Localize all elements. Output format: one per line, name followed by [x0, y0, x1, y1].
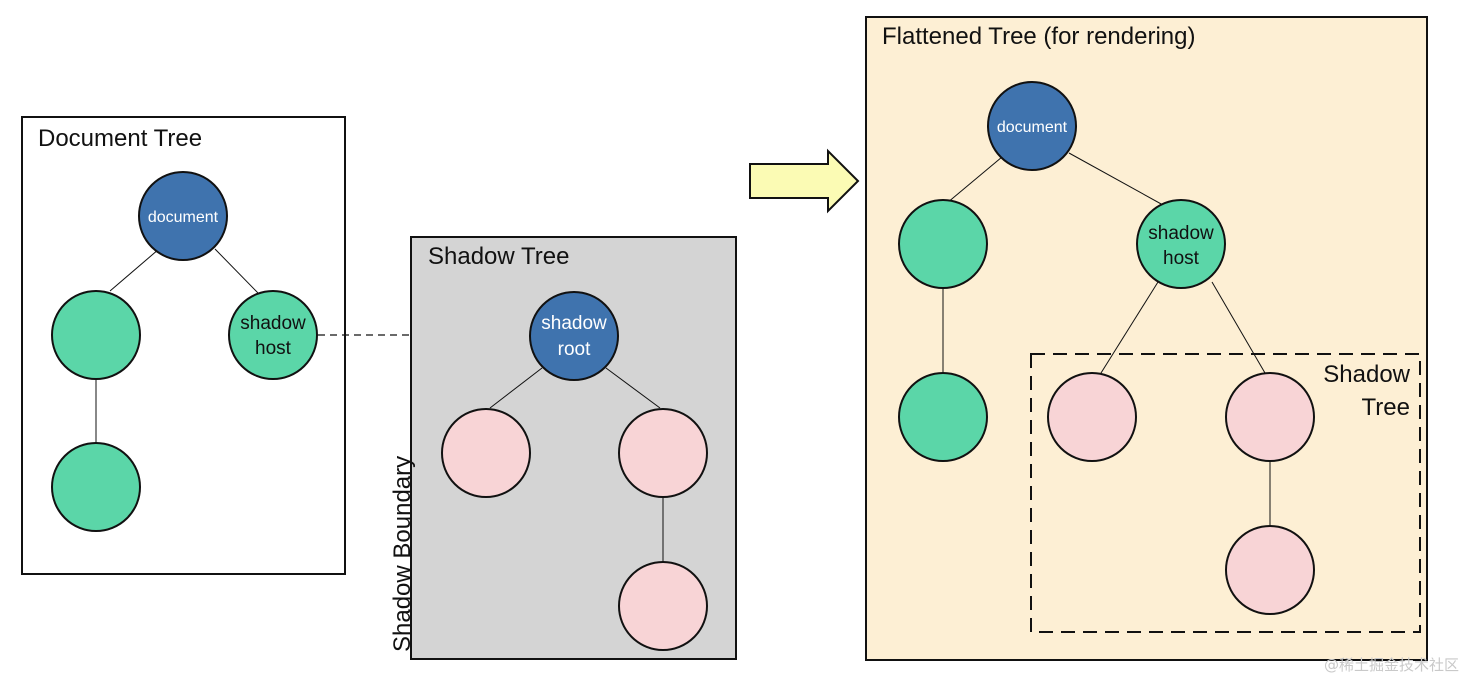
- flattened-tree-title: Flattened Tree (for rendering): [882, 23, 1196, 50]
- shadow-node: [618, 561, 708, 651]
- shadow-subtree-label-line2: Tree: [1362, 394, 1410, 421]
- shadow-subtree-region: [1030, 353, 1421, 633]
- document-tree-title: Document Tree: [38, 125, 202, 152]
- flattened-element-node: [898, 199, 988, 289]
- shadow-tree-panel: Shadow Tree Shadow Boundary shadow root: [389, 236, 737, 660]
- document-tree-panel: Document Tree document shadow host: [21, 116, 346, 575]
- watermark: @稀土掘金技术社区: [1324, 656, 1459, 674]
- flattened-document-label: document: [997, 119, 1068, 136]
- element-node: [51, 442, 141, 532]
- shadow-host-label-line2: host: [255, 338, 292, 359]
- edge: [946, 156, 1003, 204]
- element-node: [51, 290, 141, 380]
- shadow-boundary-label: Shadow Boundary: [389, 456, 416, 652]
- edge: [605, 367, 661, 409]
- shadow-tree-title: Shadow Tree: [428, 243, 569, 270]
- shadow-subtree-label-line1: Shadow: [1323, 361, 1410, 388]
- flattened-document-node: [987, 81, 1077, 171]
- transform-arrow-icon: [749, 148, 860, 214]
- flattened-tree-panel: Flattened Tree (for rendering) document …: [865, 16, 1428, 661]
- shadow-root-node: [529, 291, 619, 381]
- document-node-label: document: [148, 209, 219, 226]
- document-node: [138, 171, 228, 261]
- edge: [109, 248, 160, 292]
- flattened-shadow-host-label-line2: host: [1163, 248, 1200, 269]
- shadow-root-label-line1: shadow: [541, 313, 607, 334]
- flattened-shadow-host-node: [1136, 199, 1226, 289]
- edge: [214, 248, 259, 294]
- edge: [489, 367, 543, 409]
- edge: [1211, 281, 1266, 374]
- edge: [1068, 152, 1164, 206]
- shadow-host-node: [228, 290, 318, 380]
- shadow-node: [618, 408, 708, 498]
- shadow-node: [441, 408, 531, 498]
- flattened-element-node: [898, 372, 988, 462]
- shadow-host-label-line1: shadow: [240, 313, 306, 334]
- flattened-shadow-node: [1225, 372, 1315, 462]
- flattened-shadow-host-label-line1: shadow: [1148, 223, 1214, 244]
- shadow-root-label-line2: root: [558, 339, 591, 360]
- flattened-shadow-node: [1047, 372, 1137, 462]
- flattened-shadow-node: [1225, 525, 1315, 615]
- edge: [1100, 281, 1159, 374]
